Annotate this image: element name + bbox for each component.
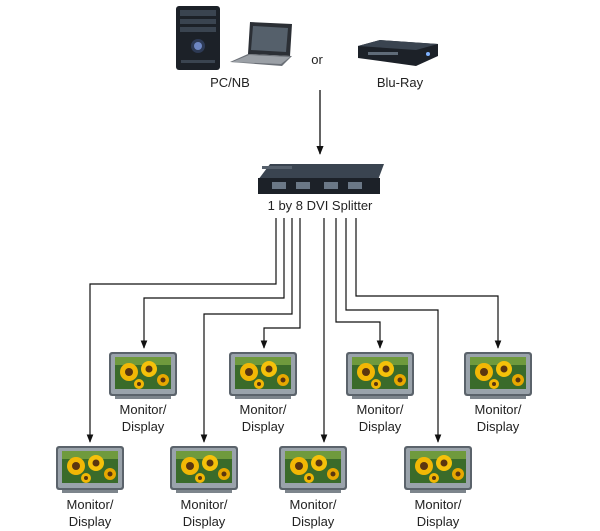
output-line-6 bbox=[335, 218, 384, 349]
monitor-icon-4 bbox=[229, 352, 297, 399]
splitter-label: 1 by 8 DVI Splitter bbox=[267, 198, 373, 213]
pc-nb-label: PC/NB bbox=[210, 75, 250, 90]
monitor-label-line2: Display bbox=[121, 419, 165, 434]
monitor-label-4: Monitor/ Display bbox=[223, 401, 303, 435]
output-line-7 bbox=[345, 218, 442, 443]
monitor-icon-5 bbox=[279, 446, 347, 493]
laptop-icon bbox=[230, 22, 292, 66]
output-line-8 bbox=[355, 218, 502, 349]
monitor-label-line1: Monitor/ bbox=[239, 402, 287, 417]
monitor-label-8: Monitor/ Display bbox=[458, 401, 538, 435]
dvi-splitter-icon bbox=[258, 164, 384, 194]
monitor-label-1: Monitor/ Display bbox=[50, 496, 130, 530]
or-label: or bbox=[311, 52, 323, 67]
monitor-label-6: Monitor/ Display bbox=[340, 401, 420, 435]
monitor-icon-6 bbox=[346, 352, 414, 399]
monitor-icon-8 bbox=[464, 352, 532, 399]
monitor-label-line1: Monitor/ bbox=[180, 497, 228, 512]
monitor-icon-7 bbox=[404, 446, 472, 493]
output-line-1 bbox=[86, 218, 277, 443]
monitor-label-line1: Monitor/ bbox=[414, 497, 462, 512]
monitor-label-5: Monitor/ Display bbox=[273, 496, 353, 530]
bluray-label: Blu-Ray bbox=[376, 75, 424, 90]
monitor-label-line2: Display bbox=[476, 419, 520, 434]
monitor-label-3: Monitor/ Display bbox=[164, 496, 244, 530]
monitor-label-line2: Display bbox=[241, 419, 285, 434]
monitor-label-line1: Monitor/ bbox=[474, 402, 522, 417]
output-connectors bbox=[86, 218, 502, 443]
monitor-label-7: Monitor/ Display bbox=[398, 496, 478, 530]
monitor-label-line1: Monitor/ bbox=[119, 402, 167, 417]
monitor-label-line2: Display bbox=[68, 514, 112, 529]
monitor-label-line1: Monitor/ bbox=[66, 497, 114, 512]
pc-tower-icon bbox=[176, 6, 220, 70]
monitor-label-line2: Display bbox=[291, 514, 335, 529]
monitor-label-line2: Display bbox=[416, 514, 460, 529]
monitor-label-line2: Display bbox=[358, 419, 402, 434]
monitor-label-line2: Display bbox=[182, 514, 226, 529]
monitor-label-line1: Monitor/ bbox=[289, 497, 337, 512]
monitor-icon-2 bbox=[109, 352, 177, 399]
monitor-icon-3 bbox=[170, 446, 238, 493]
output-line-2 bbox=[140, 218, 285, 349]
output-line-3 bbox=[200, 218, 293, 443]
monitor-label-line1: Monitor/ bbox=[356, 402, 404, 417]
monitor-icon-1 bbox=[56, 446, 124, 493]
output-line-4 bbox=[260, 218, 301, 349]
bluray-player-icon bbox=[358, 40, 438, 66]
monitor-label-2: Monitor/ Display bbox=[103, 401, 183, 435]
